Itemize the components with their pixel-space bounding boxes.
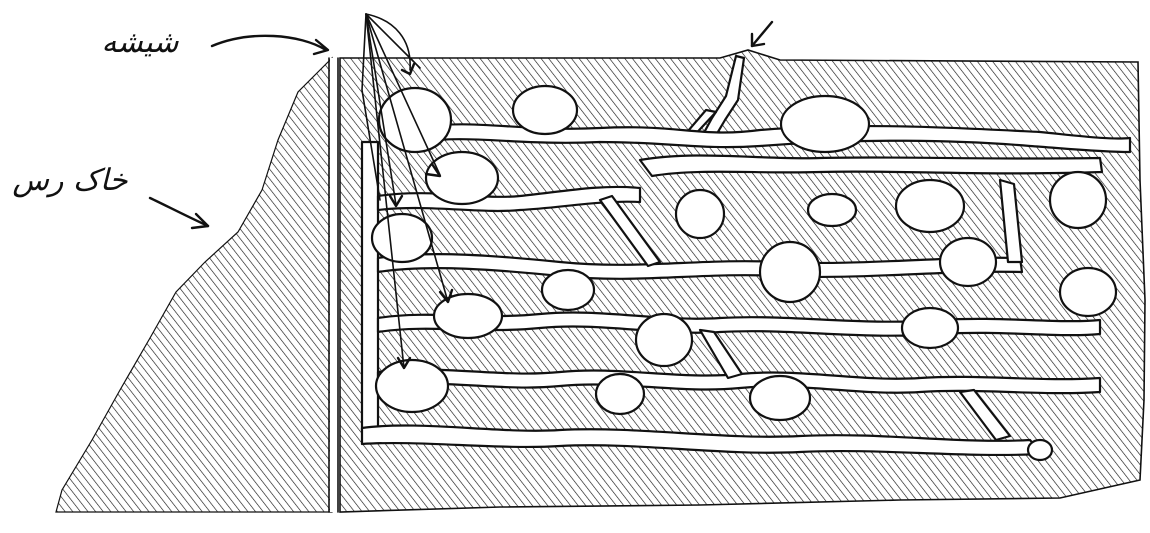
chamber	[542, 270, 594, 310]
chamber	[434, 294, 502, 338]
chamber	[896, 180, 964, 232]
soil-label: خاک رس	[12, 163, 128, 198]
chamber	[750, 376, 810, 420]
chamber	[808, 194, 856, 226]
soil-left-slope	[56, 58, 332, 512]
chamber	[676, 190, 724, 238]
chamber	[372, 214, 432, 262]
chamber	[781, 96, 869, 152]
chamber	[513, 86, 577, 134]
soil-label-arrow	[150, 198, 208, 228]
chamber	[760, 242, 820, 302]
glass-label-arrow	[212, 36, 328, 54]
chamber	[902, 308, 958, 348]
chamber	[1050, 172, 1106, 228]
glass-label: شیشه	[101, 25, 179, 60]
chamber	[1060, 268, 1116, 316]
chamber	[596, 374, 644, 414]
chamber	[426, 152, 498, 204]
chamber	[376, 360, 448, 412]
chamber-end	[1028, 440, 1052, 460]
chamber	[940, 238, 996, 286]
entrance-arrow	[752, 22, 772, 46]
chamber	[636, 314, 692, 366]
glass-pane	[329, 58, 338, 512]
